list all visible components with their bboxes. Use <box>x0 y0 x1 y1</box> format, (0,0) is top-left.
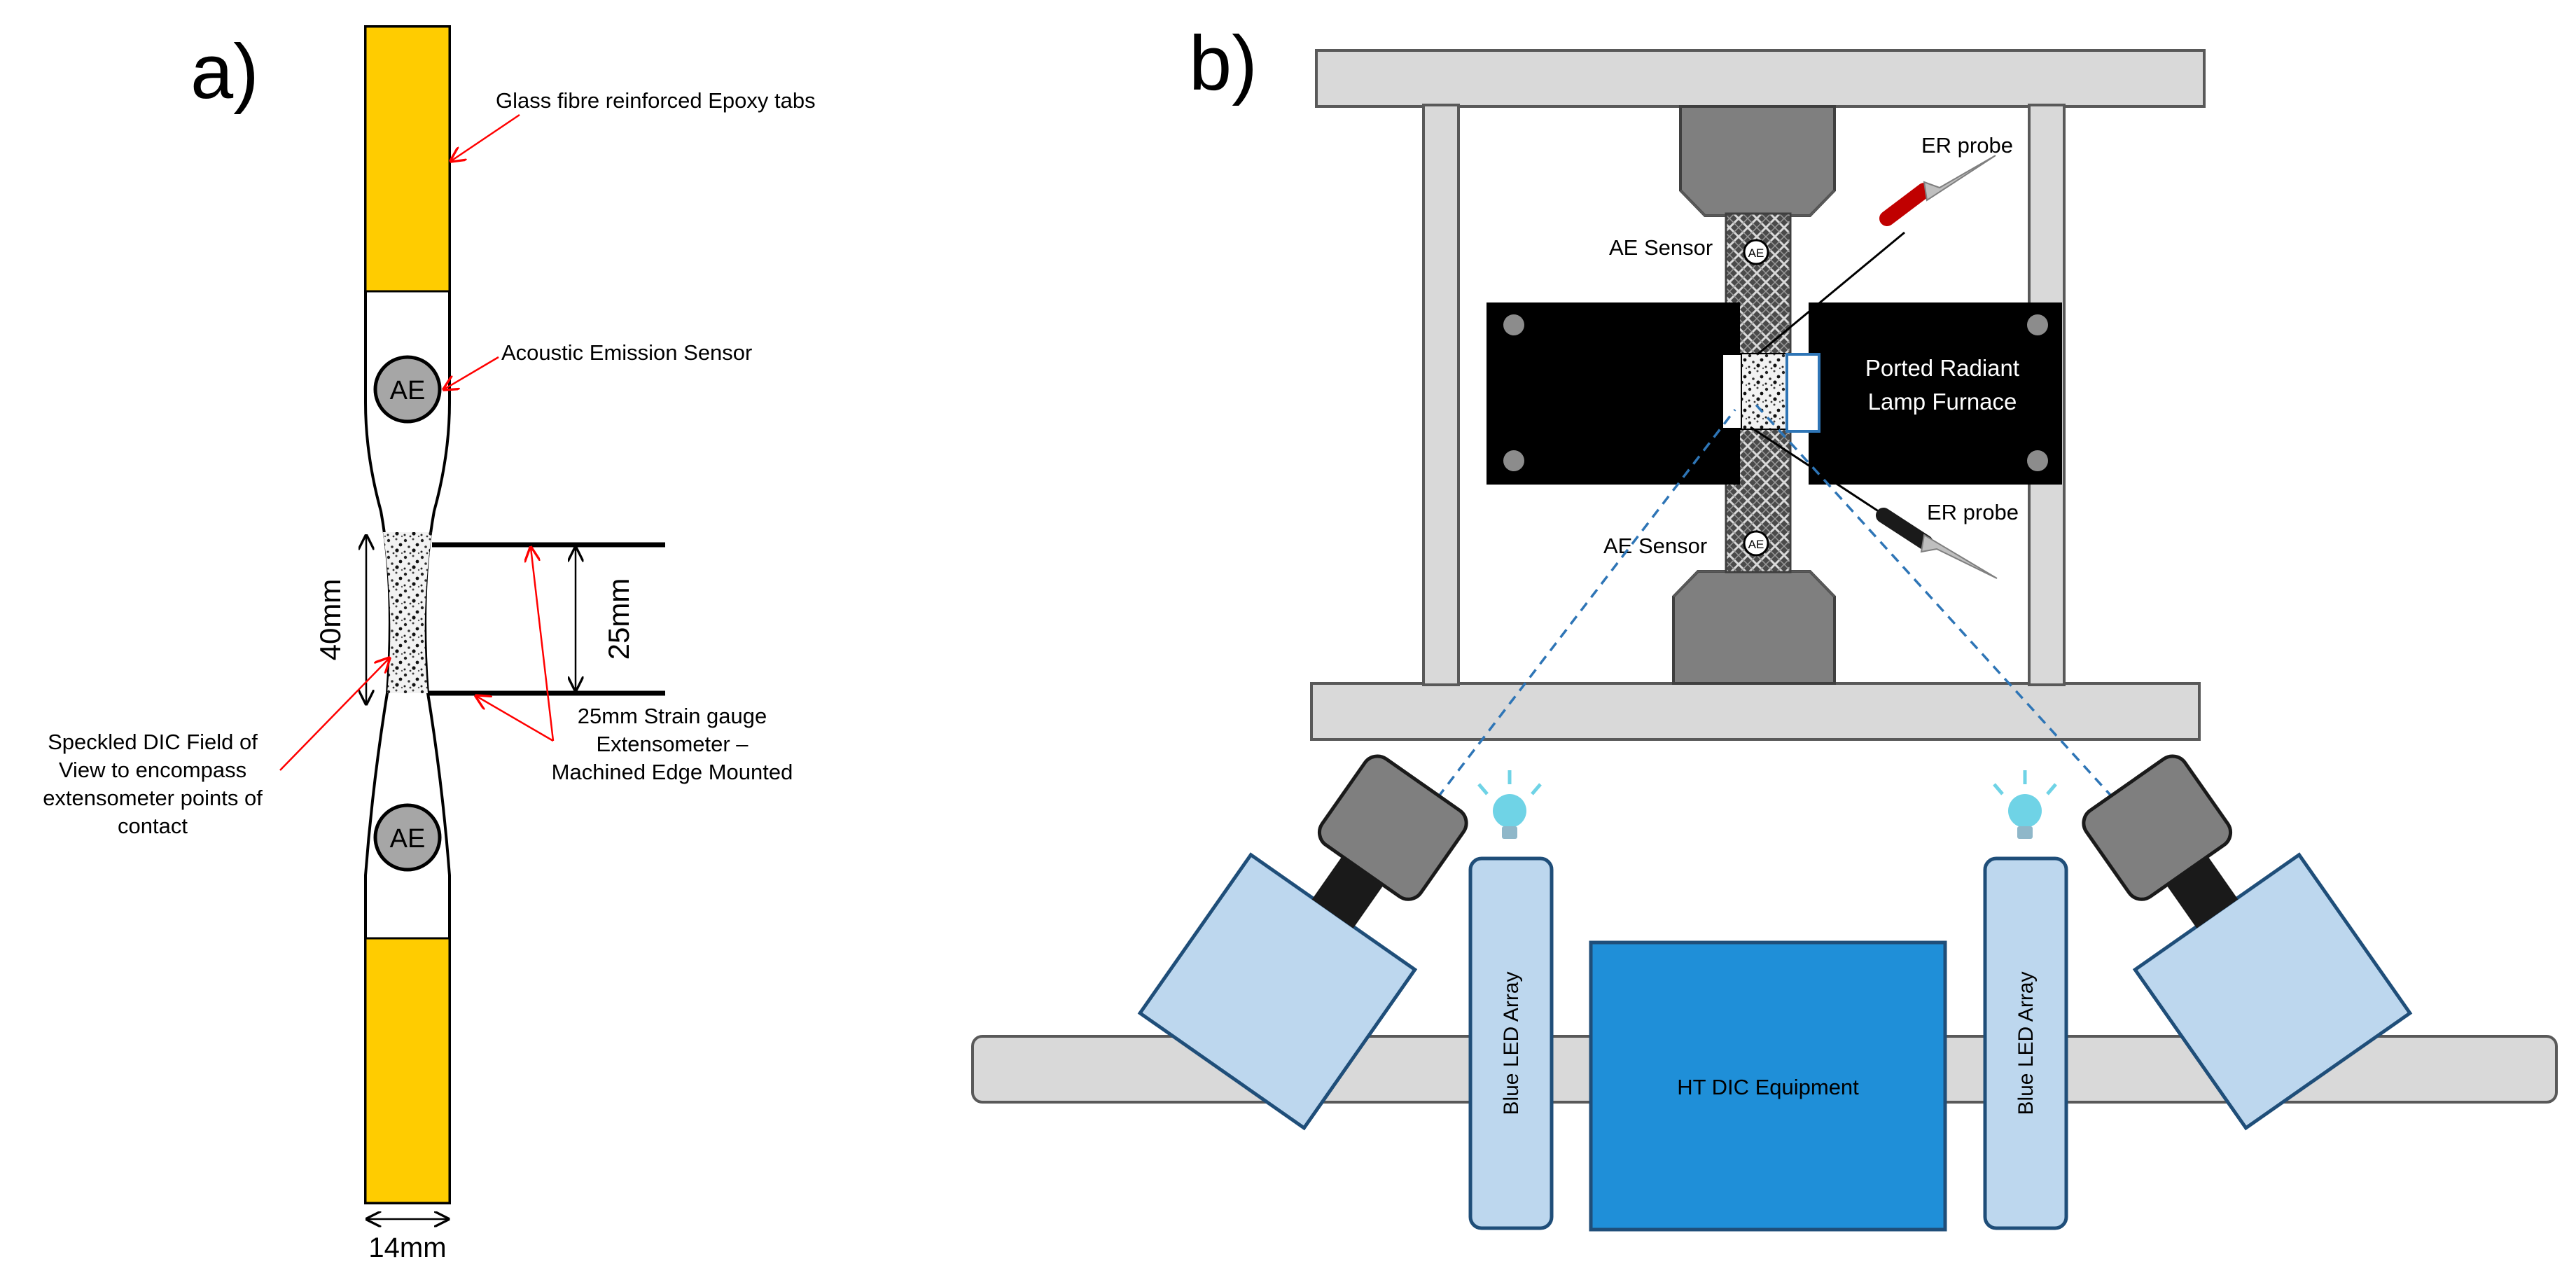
dic-annotation-arrow <box>279 658 389 771</box>
extensometer-annotation-line-2: Extensometer – <box>596 732 749 756</box>
furnace-viewport <box>1722 354 1742 429</box>
led-array-left-label: Blue LED Array <box>1500 971 1523 1115</box>
ae-sensor-bottom: AE <box>373 803 442 872</box>
extensometer-annotation-line-3: Machined Edge Mounted <box>552 760 793 784</box>
frame-left-column <box>1422 104 1460 686</box>
dimension-25mm-label: 25mm <box>602 578 635 660</box>
er-probe-bottom <box>1750 426 1998 579</box>
ae-annotation: Acoustic Emission Sensor <box>501 340 752 365</box>
speckle-region <box>383 532 432 693</box>
dic-annotation-line-2: View to encompass <box>59 758 246 782</box>
led-bulb-left-icon <box>1477 770 1542 839</box>
extensometer-annotation-arrow-top <box>531 548 555 742</box>
tab-annotation-arrow <box>451 113 520 161</box>
led-array-left: Blue LED Array <box>1468 856 1554 1230</box>
furnace-label-line-1: Ported Radiant <box>1865 355 2019 381</box>
upper-grip <box>1679 105 1836 217</box>
led-array-right-label: Blue LED Array <box>2014 971 2038 1115</box>
ht-dic-equipment: HT DIC Equipment <box>1589 940 1947 1232</box>
furnace-label: Ported Radiant Lamp Furnace <box>1865 355 2019 415</box>
er-probe-top-label: ER probe <box>1921 133 2013 158</box>
ae-sensor-top-label: AE <box>390 376 426 405</box>
dic-annotation: Speckled DIC Field of View to encompass … <box>43 730 263 838</box>
panel-b: b) AE AE <box>971 20 2558 1232</box>
right-camera <box>2082 754 2413 1131</box>
frame-bottom-beam <box>1310 682 2201 741</box>
furnace-right-half <box>1809 302 2062 485</box>
lower-grip <box>1672 570 1836 685</box>
extensometer-annotation-line-1: 25mm Strain gauge <box>578 704 767 728</box>
dimension-14mm-label: 14mm <box>368 1232 446 1263</box>
furnace-left-half <box>1487 302 1740 485</box>
ae-sensor-top: AE <box>373 355 442 424</box>
ae-badge-bottom-label: AE <box>1748 538 1764 551</box>
er-probe-bottom-label: ER probe <box>1927 500 2019 524</box>
panel-b-label: b) <box>1189 20 1258 106</box>
er-probe-top <box>1757 155 1996 356</box>
furnace-port-window <box>1785 353 1820 433</box>
furnace-label-line-2: Lamp Furnace <box>1868 389 2017 415</box>
dic-annotation-line-3: extensometer points of <box>43 786 263 810</box>
dic-annotation-line-4: contact <box>118 814 188 838</box>
ae-badge-top-label: AE <box>1748 246 1764 260</box>
ae-sensor-bottom-label: AE <box>390 824 426 854</box>
ae-sensor-bottom-label-b: AE Sensor <box>1603 534 1707 558</box>
ae-badge-top: AE <box>1743 239 1769 265</box>
led-array-right: Blue LED Array <box>1983 856 2068 1230</box>
ae-badge-bottom: AE <box>1743 530 1769 557</box>
ht-dic-equipment-label: HT DIC Equipment <box>1677 1075 1859 1099</box>
left-camera <box>1137 754 1468 1131</box>
extensometer-annotation-arrow-bottom <box>476 696 554 742</box>
frame-top-beam <box>1315 49 2206 108</box>
ae-annotation-arrow <box>444 356 499 389</box>
dic-annotation-line-1: Speckled DIC Field of <box>48 730 258 754</box>
extensometer-annotation: 25mm Strain gauge Extensometer – Machine… <box>552 704 793 784</box>
tab-annotation: Glass fibre reinforced Epoxy tabs <box>496 88 816 113</box>
panel-a: a) AE AE 40mm 25mm 14mm Glass fibre rei <box>43 25 816 1263</box>
dimension-40mm-label: 40mm <box>314 579 347 661</box>
epoxy-tab-bottom <box>364 937 451 1204</box>
ae-sensor-top-label-b: AE Sensor <box>1609 235 1713 260</box>
panel-a-label: a) <box>190 29 259 115</box>
epoxy-tab-top <box>364 25 451 293</box>
led-bulb-right-icon <box>1993 770 2057 839</box>
camera-left-sightline <box>1395 408 1736 852</box>
camera-right-sightline <box>1753 401 2137 824</box>
